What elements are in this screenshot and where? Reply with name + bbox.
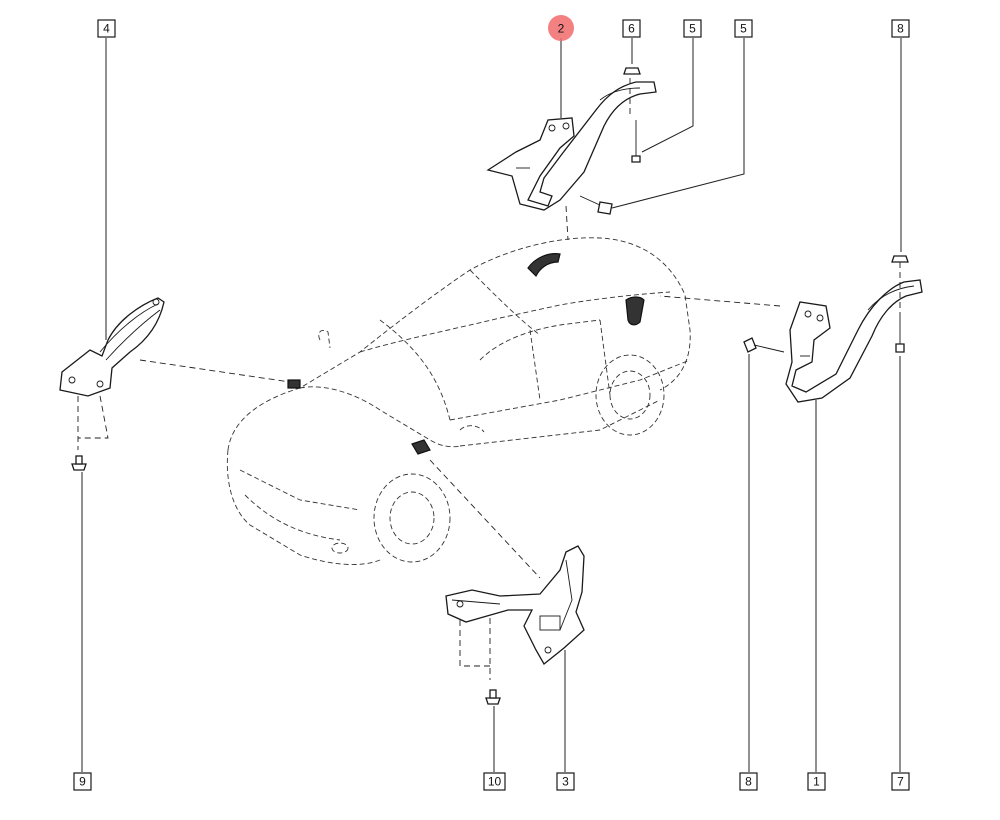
callout-2-highlight bbox=[548, 15, 574, 41]
part-10-screw bbox=[485, 689, 501, 705]
callout-5-lower[interactable]: 5 bbox=[734, 19, 753, 38]
part-1-hinge bbox=[785, 279, 923, 403]
part-5-bolt-upper bbox=[631, 120, 641, 163]
part-5-bolt-lower bbox=[579, 195, 613, 215]
callout-label: 4 bbox=[103, 22, 110, 36]
callout-1[interactable]: 1 bbox=[807, 772, 826, 791]
callout-label: 5 bbox=[740, 22, 747, 36]
callout-label: 9 bbox=[79, 775, 86, 789]
callout-label: 7 bbox=[897, 775, 904, 789]
callout-7[interactable]: 7 bbox=[891, 772, 910, 791]
part-8-bolt-lower bbox=[743, 337, 785, 353]
part-6-nut bbox=[623, 67, 641, 75]
callout-6[interactable]: 6 bbox=[622, 19, 641, 38]
callout-10[interactable]: 10 bbox=[483, 772, 506, 791]
part-3-hinge bbox=[445, 545, 585, 665]
callout-5-upper[interactable]: 5 bbox=[683, 19, 702, 38]
callout-8-upper[interactable]: 8 bbox=[891, 19, 910, 38]
part-4-hinge bbox=[59, 297, 165, 397]
callout-8-lower[interactable]: 8 bbox=[739, 772, 758, 791]
callout-label: 6 bbox=[628, 22, 635, 36]
callout-4[interactable]: 4 bbox=[97, 19, 116, 38]
callout-label: 8 bbox=[897, 22, 904, 36]
car-hinge-marks bbox=[287, 253, 645, 455]
callout-9[interactable]: 9 bbox=[73, 772, 92, 791]
callout-2[interactable]: 2 bbox=[558, 22, 565, 36]
callout-label: 5 bbox=[689, 22, 696, 36]
part-7-bolt bbox=[895, 312, 905, 353]
callout-label: 2 bbox=[558, 22, 565, 36]
callout-label: 10 bbox=[488, 775, 502, 789]
callout-label: 8 bbox=[745, 775, 752, 789]
part-9-screw bbox=[71, 455, 87, 471]
callout-label: 3 bbox=[562, 775, 569, 789]
car-body-outline bbox=[226, 237, 691, 566]
leader-lines bbox=[81, 38, 902, 772]
part-8-nut-upper bbox=[891, 255, 909, 263]
callout-label: 1 bbox=[813, 775, 820, 789]
callout-3[interactable]: 3 bbox=[556, 772, 575, 791]
part-2-hinge bbox=[486, 81, 657, 211]
